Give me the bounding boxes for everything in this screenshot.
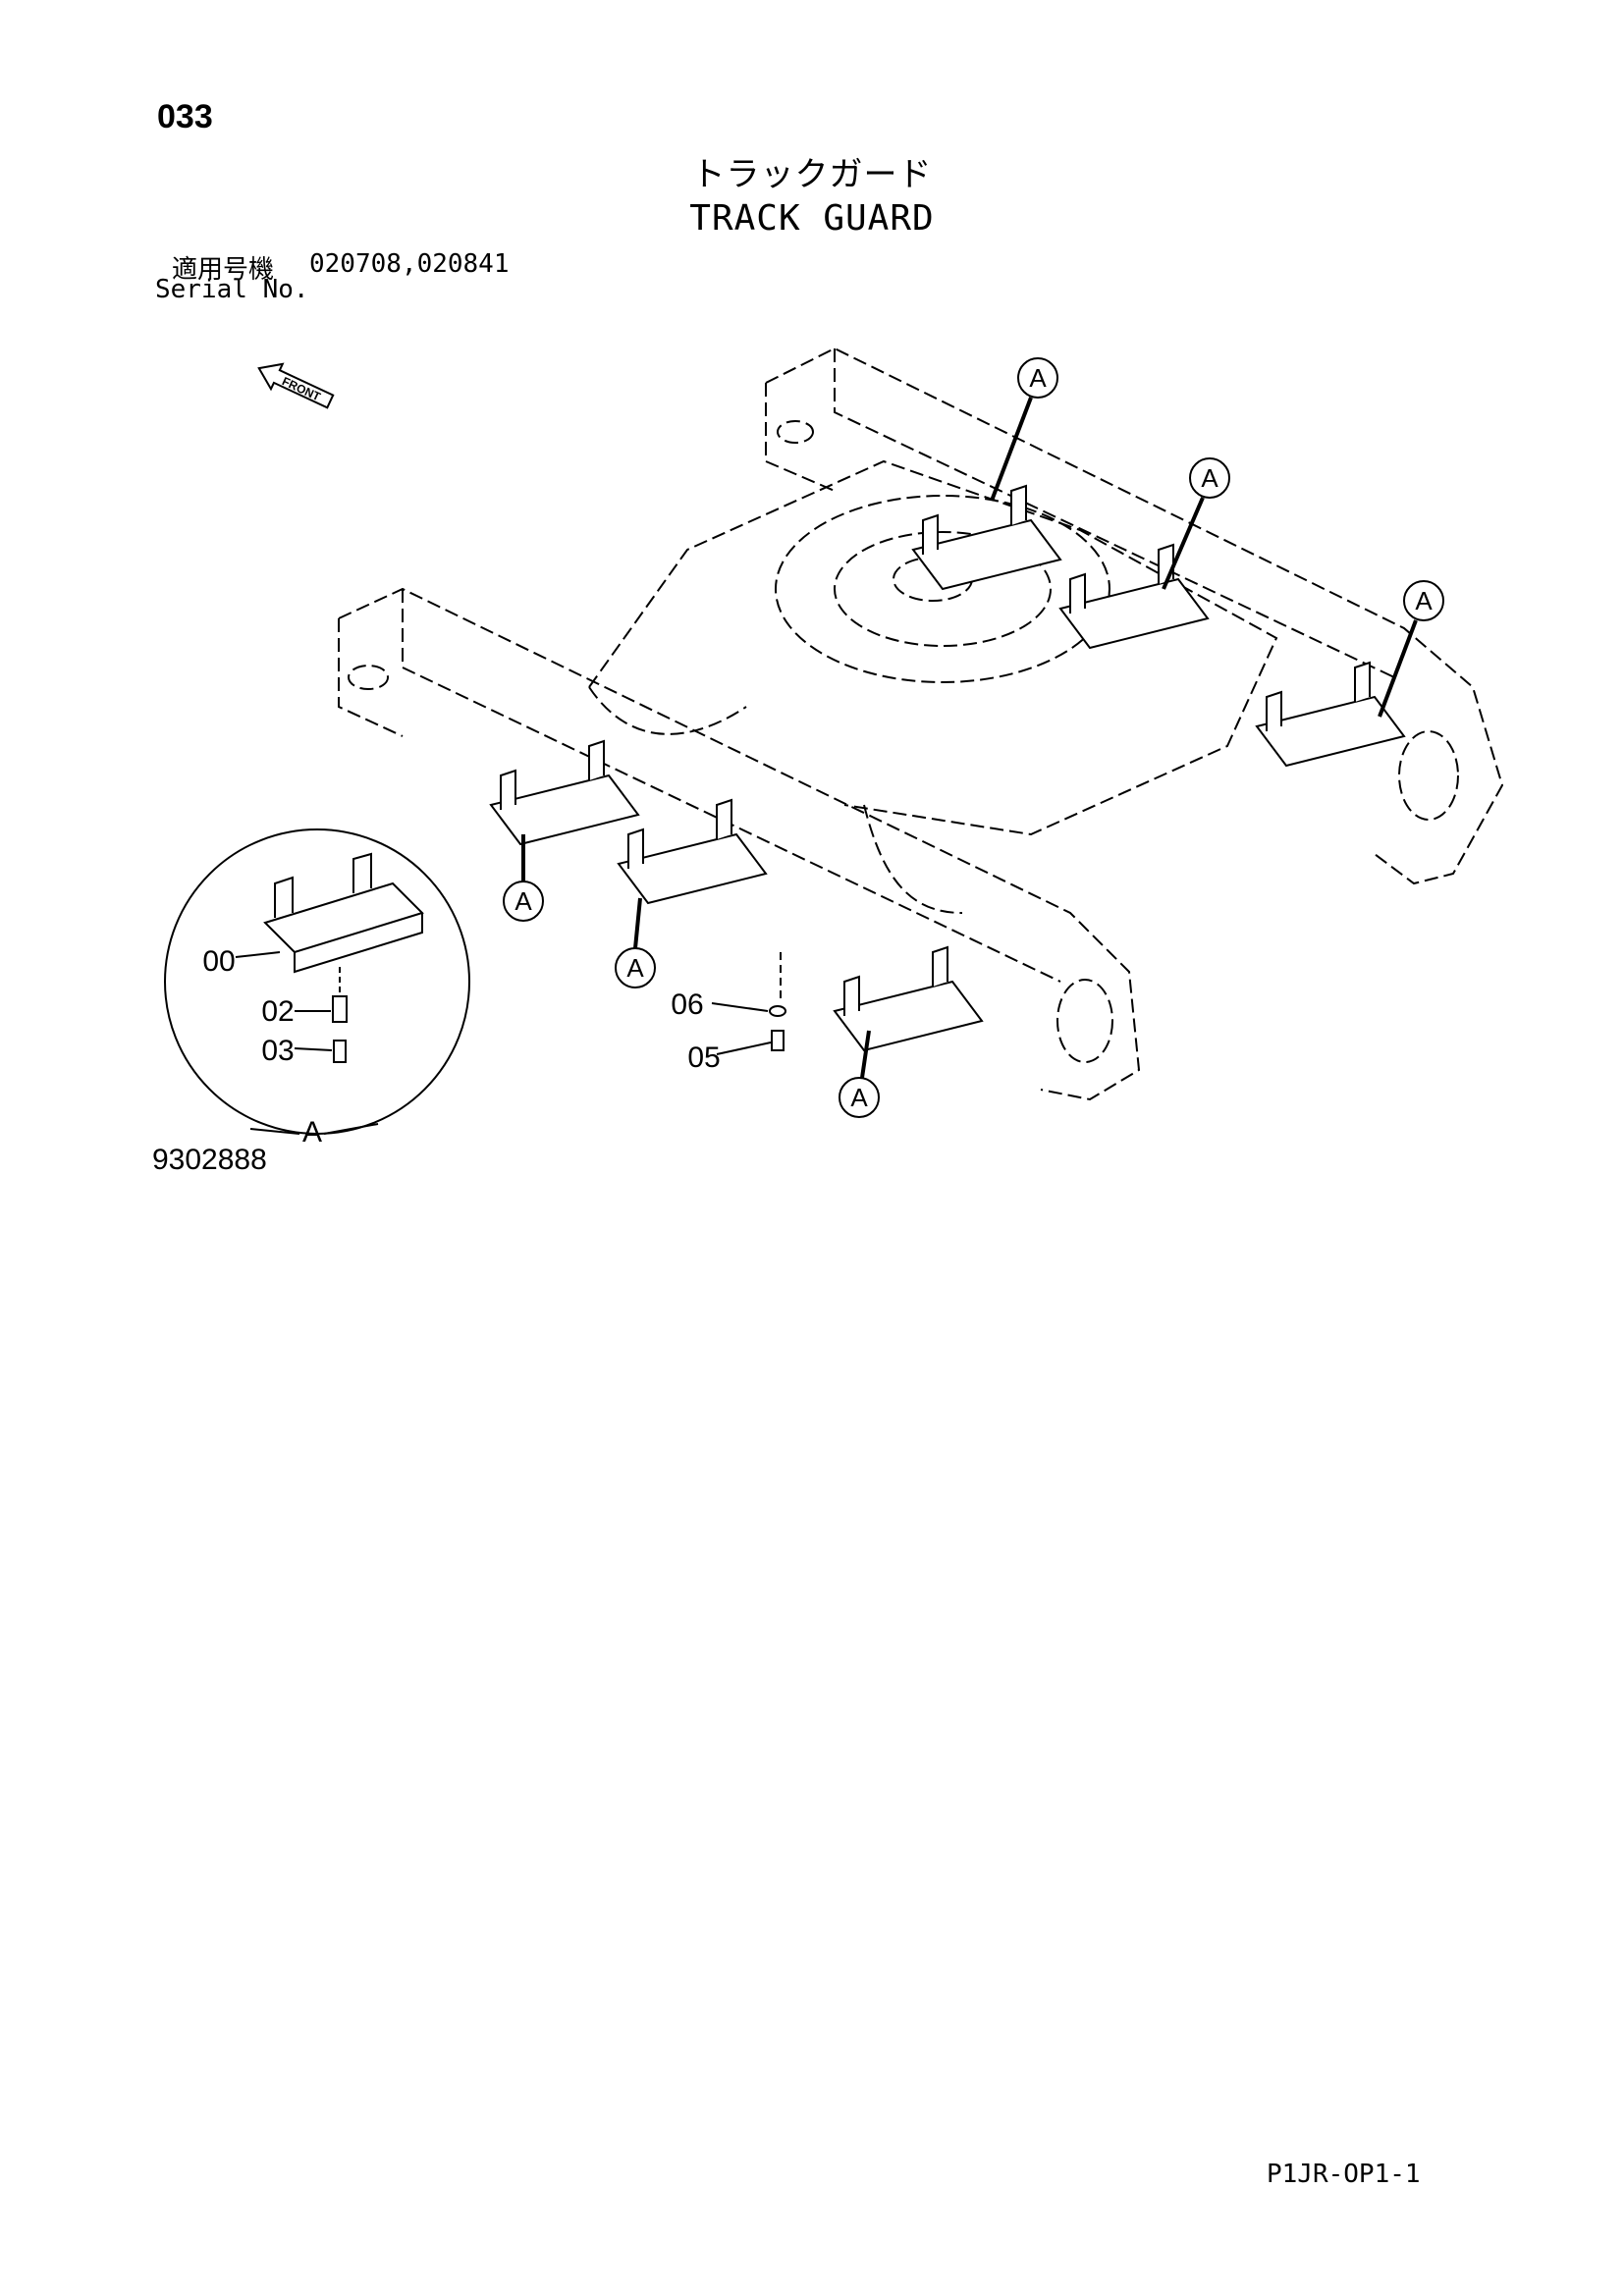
detail-label-a: A — [302, 1116, 322, 1148]
callout-a: A — [1378, 580, 1444, 718]
callout-a: A — [615, 897, 656, 988]
callout-a-label: A — [1415, 586, 1433, 615]
front-label: FRONT — [280, 374, 323, 403]
serial-value: 020708,020841 — [309, 249, 510, 279]
callout-a: A — [839, 1030, 880, 1118]
callout-a: A — [990, 357, 1058, 502]
title-japanese: トラックガード — [691, 155, 933, 194]
title-english: TRACK GUARD — [689, 198, 935, 239]
part-label-00: 00 — [202, 945, 235, 978]
track-guard-parts — [489, 484, 1406, 1052]
part-label-06: 06 — [671, 988, 703, 1021]
bolt-icon — [771, 1030, 785, 1051]
figure-number: 9302888 — [152, 1144, 267, 1176]
spacer-icon — [332, 995, 348, 1023]
callout-a-label: A — [850, 1083, 868, 1112]
washer-icon — [769, 1005, 786, 1017]
footer-code: P1JR-OP1-1 — [1267, 2160, 1421, 2189]
part-label-05: 05 — [687, 1041, 720, 1074]
page-number: 033 — [157, 98, 213, 135]
callouts: A A A A A A — [503, 357, 1444, 1118]
callout-a-label: A — [626, 953, 644, 983]
bolt-icon — [333, 1040, 347, 1063]
bolt-washer-parts: 06 05 — [671, 952, 786, 1074]
detail-view-a: 00 02 03 A — [164, 828, 470, 1148]
undercarriage-frame — [338, 347, 1504, 1101]
callout-a: A — [503, 834, 544, 922]
front-arrow-icon: FRONT — [257, 362, 335, 409]
callout-a-label: A — [514, 886, 532, 916]
serial-label-english: Serial No. — [155, 275, 309, 304]
track-guard-diagram: FRONT A — [164, 347, 1504, 1148]
callout-a-label: A — [1201, 463, 1218, 493]
callout-a-label: A — [1029, 363, 1047, 393]
serial-label-japanese: 適用号機 — [172, 255, 275, 285]
part-label-03: 03 — [261, 1035, 294, 1067]
part-label-02: 02 — [261, 995, 294, 1028]
callout-a: A — [1162, 457, 1230, 590]
